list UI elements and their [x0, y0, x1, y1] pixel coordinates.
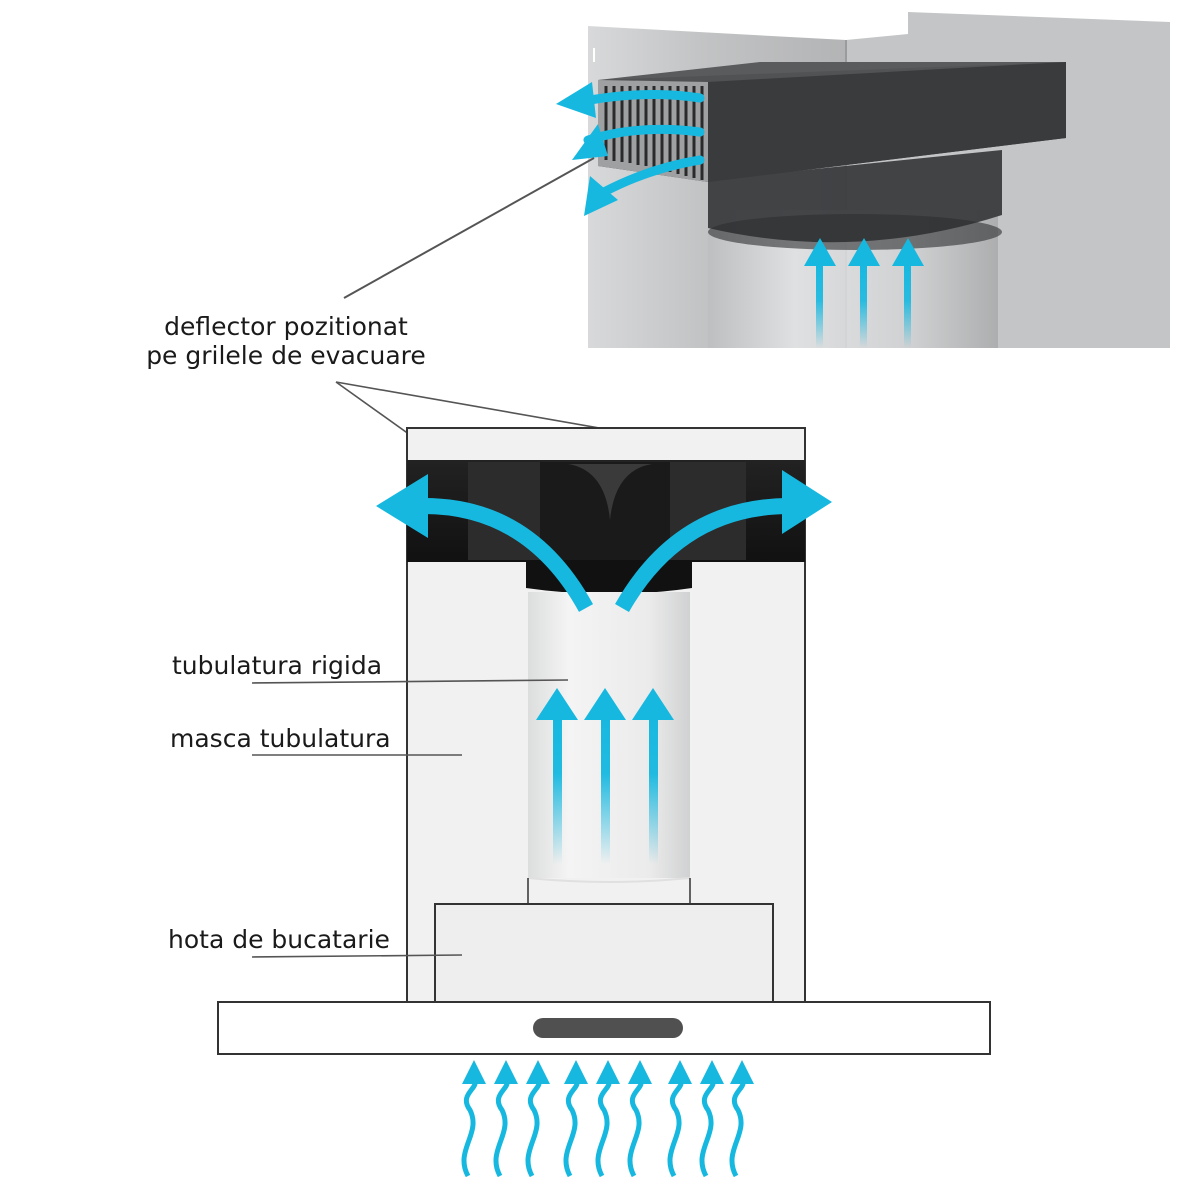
intake-airflow-line — [595, 1078, 612, 1178]
curved-arrow-icon — [376, 474, 428, 538]
upflow-arrows-detail — [804, 238, 924, 348]
intake-airflow-line — [525, 1078, 542, 1178]
label-kitchen-hood: hota de bucatarie — [168, 925, 390, 954]
wavy-arrow-up-icon — [730, 1060, 754, 1084]
intake-airflow-line — [667, 1078, 684, 1178]
wavy-arrow-up-icon — [494, 1060, 518, 1084]
curved-arrow-icon — [556, 82, 596, 118]
arrow-up-icon — [584, 688, 626, 720]
intake-arrows — [461, 1060, 754, 1178]
intake-airflow-line — [493, 1078, 510, 1178]
intake-airflow-line — [729, 1078, 746, 1178]
wavy-arrow-up-icon — [596, 1060, 620, 1084]
wavy-arrow-up-icon — [564, 1060, 588, 1084]
intake-airflow-line — [461, 1078, 478, 1178]
wavy-arrow-up-icon — [526, 1060, 550, 1084]
curved-arrow-icon — [782, 470, 832, 534]
arrow-up-icon — [804, 238, 836, 266]
hood-control-strip — [533, 1018, 683, 1038]
curved-arrow-icon — [572, 124, 608, 160]
wavy-arrow-up-icon — [628, 1060, 652, 1084]
rigid-duct-bottom — [527, 877, 691, 883]
hood-canopy — [217, 1001, 991, 1055]
main-view — [217, 427, 991, 1055]
detail-view — [556, 12, 1170, 348]
deflector-box-side — [708, 62, 1066, 182]
leader-kitchen-hood — [251, 954, 463, 958]
intake-airflow-line — [627, 1078, 644, 1178]
exhaust-arrows-main — [423, 498, 791, 612]
arrow-up-icon — [632, 688, 674, 720]
wavy-arrow-up-icon — [668, 1060, 692, 1084]
label-deflector-line2: pe grilele de evacuare — [146, 341, 426, 370]
wavy-arrow-up-icon — [700, 1060, 724, 1084]
arrow-up-icon — [892, 238, 924, 266]
label-rigid-duct: tubulatura rigida — [172, 651, 382, 680]
leader-rigid-duct — [251, 679, 569, 684]
label-deflector-line1: deflector pozitionat — [164, 312, 408, 341]
arrow-up-icon — [848, 238, 880, 266]
wavy-arrow-up-icon — [462, 1060, 486, 1084]
intake-airflow-line — [563, 1078, 580, 1178]
arrowheads-detail — [556, 82, 618, 216]
arrow-up-icon — [536, 688, 578, 720]
leader-deflector-detail — [343, 157, 595, 299]
kitchen-hood-body — [434, 903, 774, 1005]
curved-arrow-icon — [584, 176, 618, 216]
upflow-arrows-main — [536, 688, 674, 864]
label-duct-mask: masca tubulatura — [170, 724, 391, 753]
intake-airflow-line — [699, 1078, 716, 1178]
deflector-splitter — [568, 464, 652, 520]
duct-collar-rim — [708, 214, 1002, 250]
